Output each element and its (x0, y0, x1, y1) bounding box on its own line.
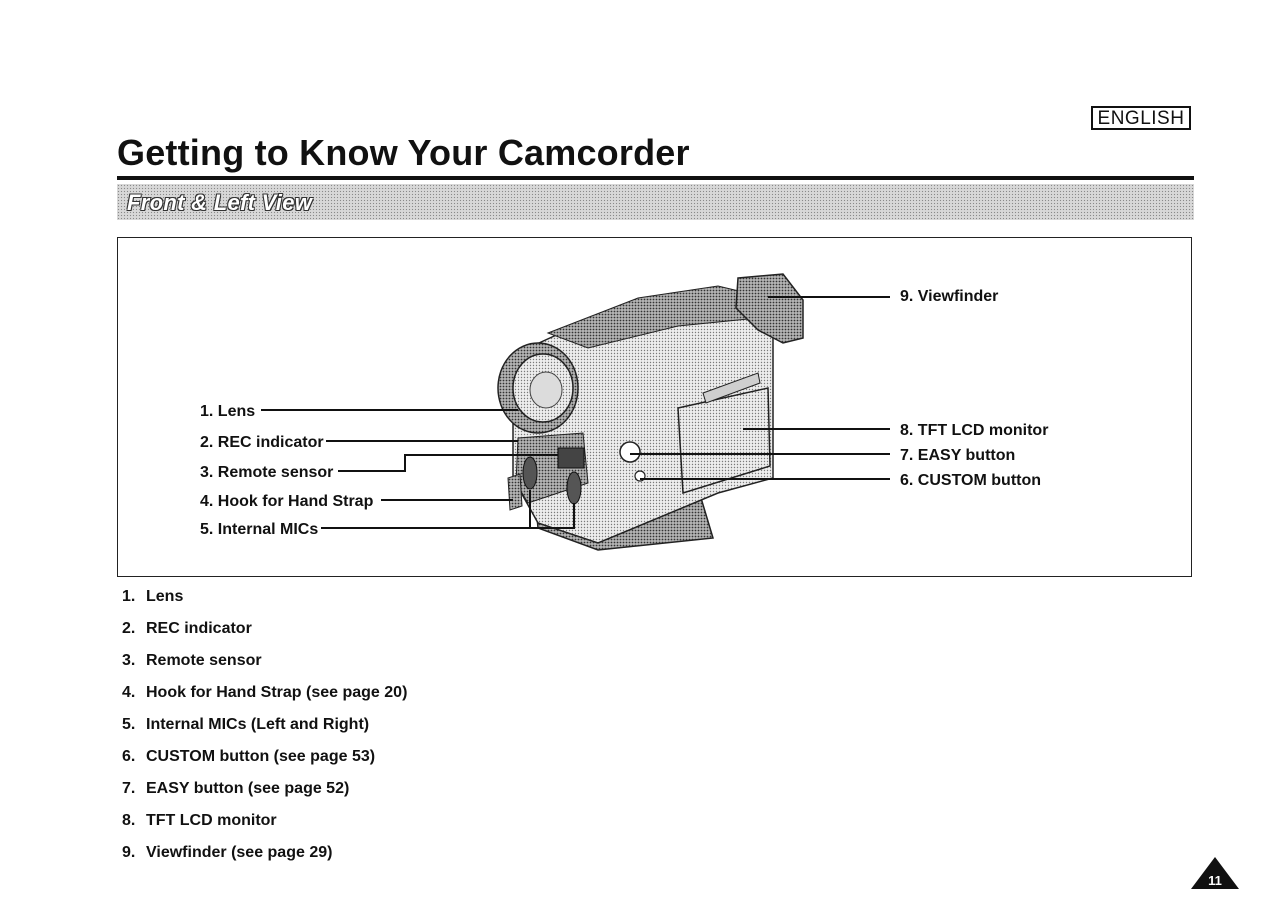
list-item-number: 2. (122, 618, 146, 650)
section-title: Front & Left View (127, 190, 312, 216)
callout-custom: 6. CUSTOM button (900, 472, 1041, 489)
list-item-number: 8. (122, 810, 146, 842)
list-item-number: 3. (122, 650, 146, 682)
camcorder-diagram-svg: 1. Lens 2. REC indicator 3. Remote senso… (118, 238, 1191, 576)
page-number: 11 (1208, 873, 1222, 888)
list-item: 1.Lens (122, 586, 407, 618)
callout-lens: 1. Lens (200, 403, 255, 420)
list-item-text: EASY button (see page 52) (146, 778, 349, 810)
list-item-number: 9. (122, 842, 146, 874)
callout-remote-sensor: 3. Remote sensor (200, 464, 333, 481)
page-number-marker: 11 (1190, 856, 1240, 890)
callout-lcd: 8. TFT LCD monitor (900, 422, 1048, 439)
list-item-text: Internal MICs (Left and Right) (146, 714, 369, 746)
list-item-text: CUSTOM button (see page 53) (146, 746, 375, 778)
list-item: 6.CUSTOM button (see page 53) (122, 746, 407, 778)
parts-list: 1.Lens 2.REC indicator 3.Remote sensor 4… (122, 586, 407, 874)
list-item: 7.EASY button (see page 52) (122, 778, 407, 810)
list-item-number: 4. (122, 682, 146, 714)
callout-rec-indicator: 2. REC indicator (200, 434, 324, 451)
list-item-number: 1. (122, 586, 146, 618)
list-item: 9.Viewfinder (see page 29) (122, 842, 407, 874)
camcorder-illustration (498, 274, 803, 550)
list-item-text: Remote sensor (146, 650, 262, 682)
list-item: 8.TFT LCD monitor (122, 810, 407, 842)
page-title: Getting to Know Your Camcorder (117, 130, 690, 176)
callout-mics: 5. Internal MICs (200, 521, 318, 538)
list-item-text: Viewfinder (see page 29) (146, 842, 332, 874)
callout-easy: 7. EASY button (900, 447, 1015, 464)
list-item: 2.REC indicator (122, 618, 407, 650)
title-rule (117, 176, 1194, 180)
section-band: Front & Left View (117, 184, 1194, 220)
language-badge: ENGLISH (1091, 106, 1191, 130)
list-item-text: TFT LCD monitor (146, 810, 277, 842)
callout-viewfinder: 9. Viewfinder (900, 288, 998, 305)
list-item-text: REC indicator (146, 618, 252, 650)
list-item: 3.Remote sensor (122, 650, 407, 682)
list-item-number: 5. (122, 714, 146, 746)
callout-hook: 4. Hook for Hand Strap (200, 493, 374, 510)
list-item-number: 6. (122, 746, 146, 778)
list-item: 4.Hook for Hand Strap (see page 20) (122, 682, 407, 714)
list-item-number: 7. (122, 778, 146, 810)
list-item-text: Lens (146, 586, 183, 618)
list-item: 5.Internal MICs (Left and Right) (122, 714, 407, 746)
list-item-text: Hook for Hand Strap (see page 20) (146, 682, 407, 714)
camcorder-diagram: 1. Lens 2. REC indicator 3. Remote senso… (117, 237, 1192, 577)
